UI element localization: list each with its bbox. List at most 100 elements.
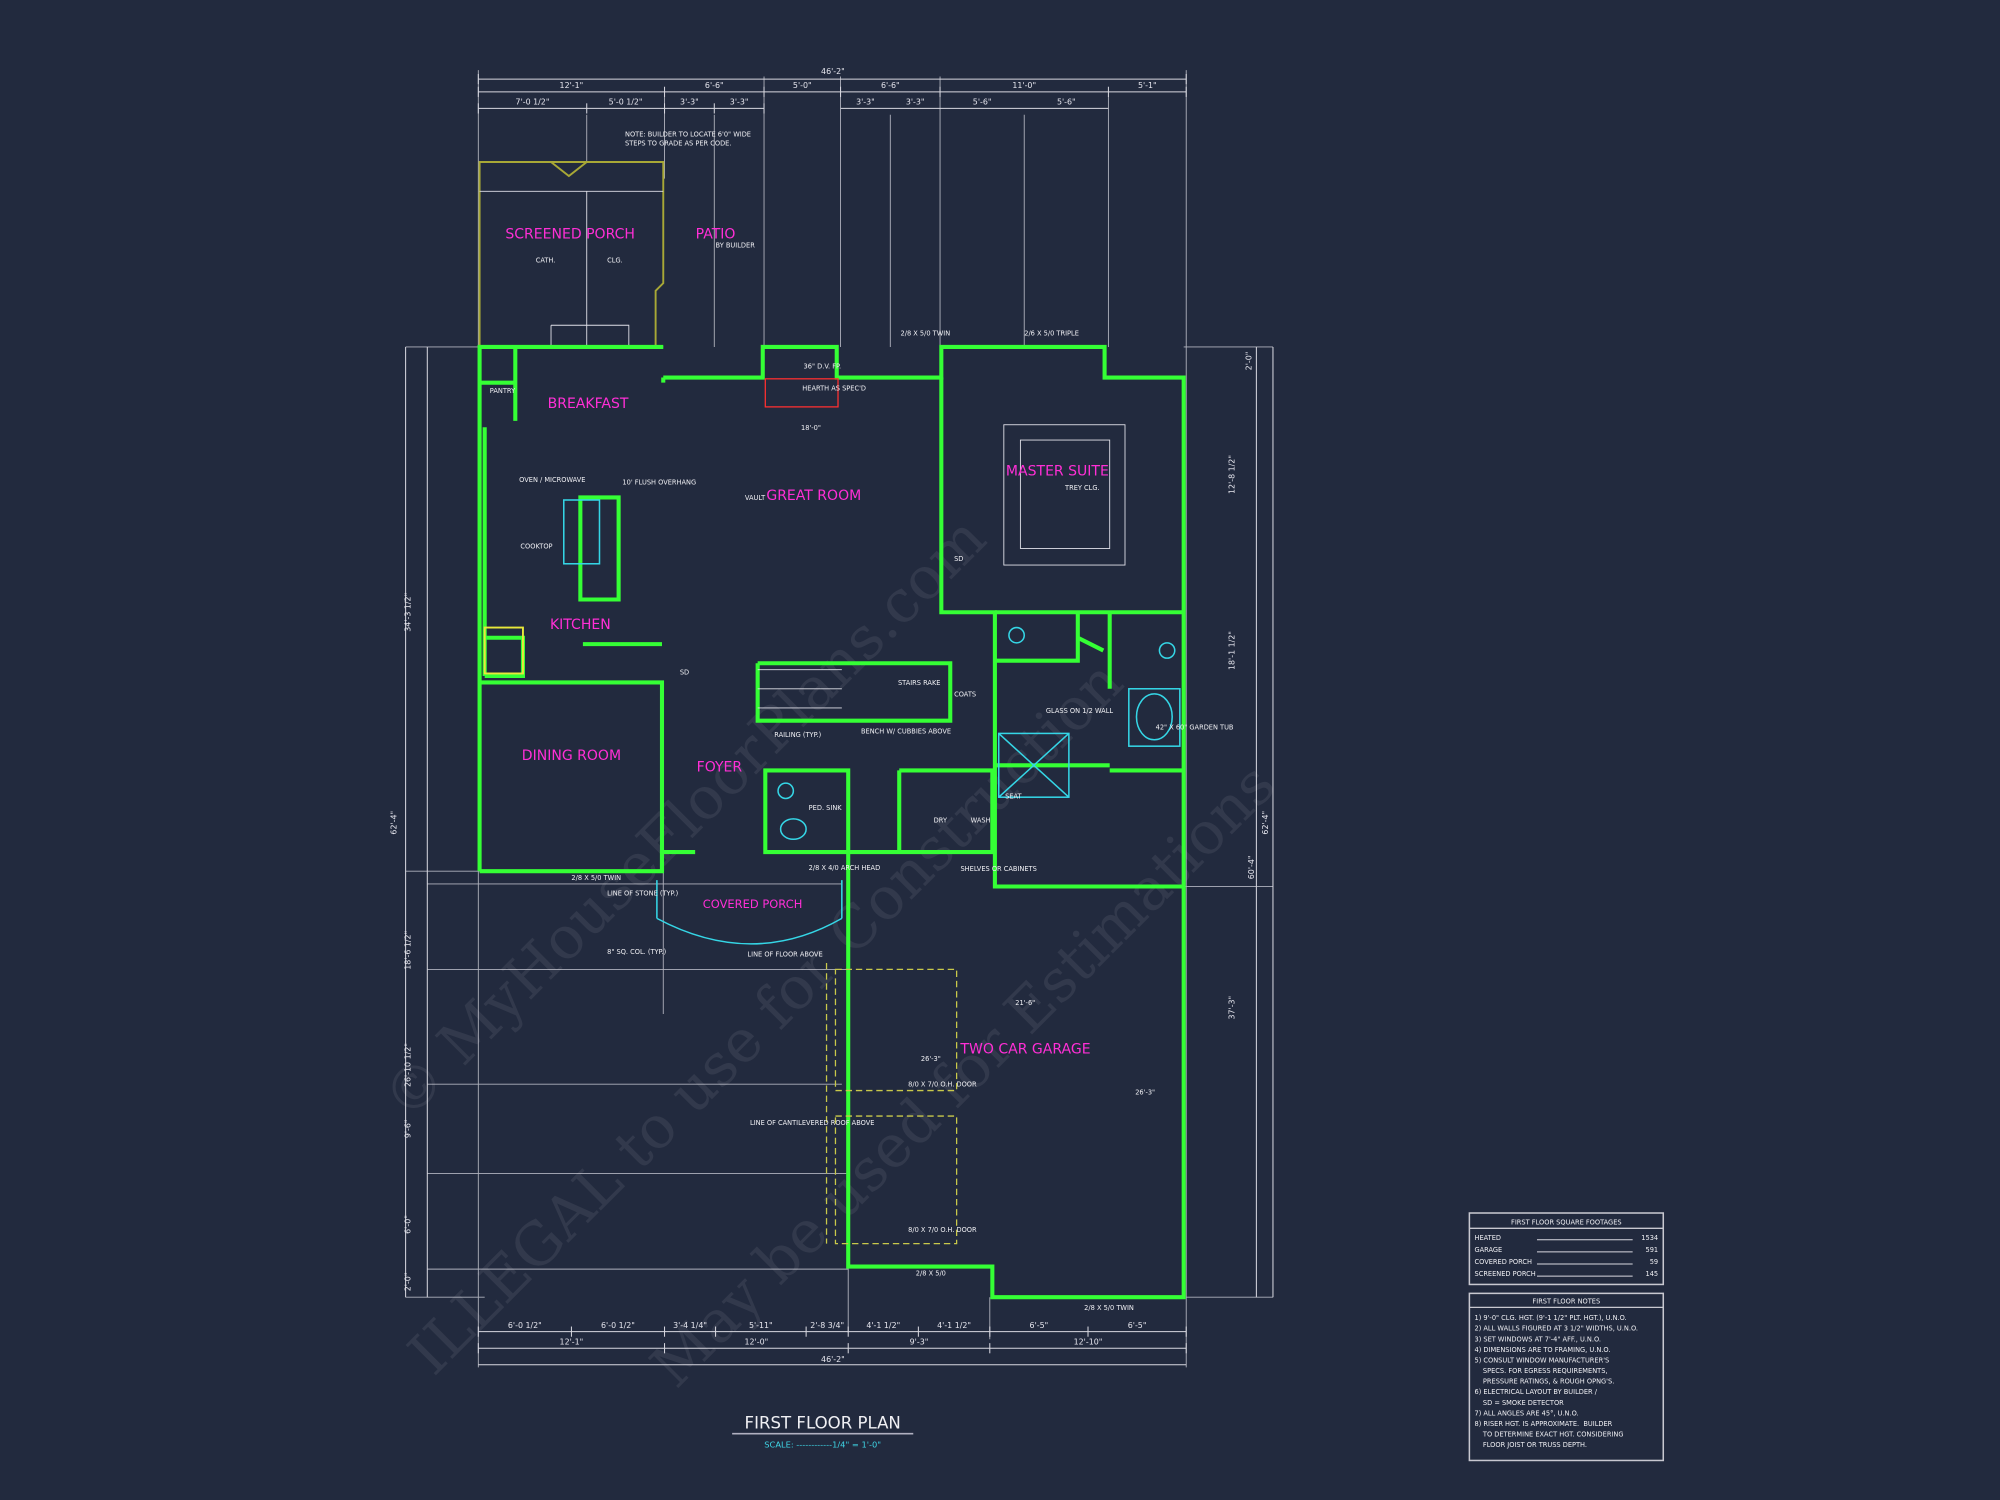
dimension-label: 4'-1 1/2" [937,1321,971,1330]
note-line: 7) ALL ANGLES ARE 45°, U.N.O. [1474,1409,1578,1417]
dimension-label: 60'-4" [1247,855,1256,879]
annotation-label: WASH [971,817,991,825]
note-line: 6) ELECTRICAL LAYOUT BY BUILDER / [1474,1388,1597,1396]
annotation-label: 2/8 X 5/0 [916,1270,946,1278]
dimension-label: 18'-1 1/2" [1228,631,1237,670]
dimension-label: 3'-3" [730,98,749,107]
annotation-label: SD [954,555,963,563]
sqft-label: SCREENED PORCH [1474,1270,1535,1278]
annotation-label: BENCH W/ CUBBIES ABOVE [861,727,951,735]
annotation-label: 18'-0" [801,424,821,432]
dimension-label: 6'-0" [404,1215,413,1234]
dimension-label: 12'-10" [1074,1337,1103,1346]
annotation-label: 2/8 X 5/0 TWIN [901,329,951,337]
dimension-label: 6'-0 1/2" [601,1321,635,1330]
exterior-wall [477,344,1186,1300]
annotation-label: 8" SQ. COL. (TYP.) [607,948,666,956]
room-patio: PATIO [696,227,736,243]
dimension-label: 5'-11" [749,1321,773,1330]
dimension-label: 3'-3" [906,98,925,107]
room-labels: SCREENED PORCH PATIO BREAKFAST GREAT ROO… [505,227,1108,1058]
annotation-label: SHELVES OR CABINETS [960,865,1036,873]
dimension-label: 6'-0 1/2" [508,1321,542,1330]
dimension-label: 12'-1" [560,81,584,90]
dimension-label: 12'-8 1/2" [1228,455,1237,494]
note-line: 5) CONSULT WINDOW MANUFACTURER'S [1474,1356,1609,1364]
annotation-label: 2/6 X 5/0 TRIPLE [1024,329,1079,337]
annotation-label: CLG. [607,257,623,265]
dimension-label: 5'-6" [973,98,992,107]
dimension-label: 5'-0" [793,81,812,90]
annotation-label: NOTE: BUILDER TO LOCATE 6'0" WIDE [625,130,751,138]
fixtures [483,378,1181,945]
dimension-label: 6'-5" [1030,1321,1049,1330]
annotation-label: LINE OF STONE (TYP.) [607,889,678,897]
sqft-label: COVERED PORCH [1474,1258,1532,1266]
room-breakfast: BREAKFAST [548,396,629,412]
annotation-label: COOKTOP [520,542,552,550]
sqft-value: 591 [1646,1246,1659,1254]
dimension-label: 18'-6 1/2" [404,931,413,970]
note-line: 8) RISER HGT. IS APPROXIMATE. BUILDER [1474,1420,1612,1428]
room-two-car-garage: TWO CAR GARAGE [959,1042,1090,1058]
annotation-label: SEAT [1005,792,1022,800]
annotation-label: CATH. [536,257,556,265]
dimension-strings: 46'-2"12'-1"6'-6"5'-0"6'-6"11'-0"5'-1"7'… [390,67,1274,1366]
walls [477,344,1186,1300]
dimension-label: 5'-6" [1057,98,1076,107]
watermark-line-1: © MyHouseFloorPlans.com [370,504,999,1133]
annotation-label: LINE OF FLOOR ABOVE [747,951,822,959]
dimension-label: 3'-3" [680,98,699,107]
annotation-label: HEARTH AS SPEC'D [802,384,866,392]
drawing-scale: SCALE: ------------1/4" = 1'-0" [764,1440,881,1450]
dimension-label: 62'-4" [1261,811,1270,835]
dimension-label: 62'-4" [390,811,399,835]
dimension-label: 6'-6" [881,81,900,90]
room-dining-room: DINING ROOM [522,748,621,764]
room-screened-porch: SCREENED PORCH [505,227,635,243]
dimension-label: 2'-0" [1244,352,1253,371]
annotation-label: RAILING (TYP.) [774,731,821,739]
drawing-title-block: FIRST FLOOR PLAN SCALE: ------------1/4"… [732,1414,914,1450]
room-covered-porch: COVERED PORCH [703,897,803,911]
annotation-label: 26'-3" [1135,1088,1155,1096]
note-line: 1) 9'-0" CLG. HGT. (9'-1 1/2" PLT. HGT.)… [1474,1314,1626,1322]
dimension-label: 2'-0" [404,1273,413,1292]
note-line: FLOOR JOIST OR TRUSS DEPTH. [1474,1441,1587,1449]
annotation-label: 36" D.V. FP. [804,363,842,371]
sqft-label: HEATED [1474,1234,1501,1242]
dimension-label: 2'-8 3/4" [810,1321,844,1330]
note-line: 2) ALL WALLS FIGURED AT 3 1/2" WIDTHS, U… [1474,1325,1638,1333]
annotation-label: 42" X 60" GARDEN TUB [1156,724,1234,732]
room-great-room: GREAT ROOM [766,488,861,504]
dimension-label: 11'-0" [1012,81,1036,90]
dimension-label: 46'-2" [821,67,845,76]
annotation-label: 10' FLUSH OVERHANG [622,479,696,487]
room-foyer: FOYER [697,760,743,776]
sqft-label: GARAGE [1474,1246,1502,1254]
annotation-label: PANTRY [490,387,516,395]
annotation-label: TREY CLG. [1064,484,1100,492]
dimension-label: 6'-5" [1128,1321,1147,1330]
sqft-value: 59 [1650,1258,1658,1266]
note-line: SD = SMOKE DETECTOR [1474,1399,1564,1407]
note-line: 4) DIMENSIONS ARE TO FRAMING, U.N.O. [1474,1346,1610,1354]
dimension-label: 6'-6" [705,81,724,90]
dimension-label: 26'-10 1/2" [404,1043,413,1087]
garden-tub [1128,688,1181,747]
note-line: TO DETERMINE EXACT HGT. CONSIDERING [1474,1431,1623,1439]
annotation-label: GLASS ON 1/2 WALL [1046,707,1113,715]
dimension-line [405,346,1274,1298]
annotation-label: LINE OF CANTILEVERED ROOF ABOVE [750,1119,874,1127]
annotation-label: 2/8 X 4/0 ARCH HEAD [809,864,881,872]
annotation-label: 2/8 X 5/0 TWIN [571,874,621,882]
annotation-label: PED. SINK [809,804,843,812]
annotation-label: STAIRS RAKE [898,679,941,687]
annotation-label: DRY [934,817,948,825]
annotation-label: 26'-3" [921,1055,941,1063]
annotation-label: SD [680,669,689,677]
room-master-suite: MASTER SUITE [1006,464,1109,480]
